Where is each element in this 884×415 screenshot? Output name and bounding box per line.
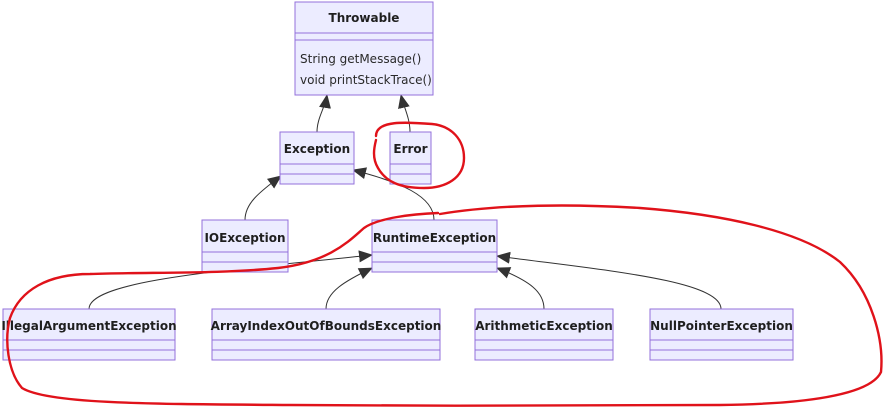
edge-arrayindexoutofboundsexception-to-runtimeexception bbox=[325, 267, 373, 310]
class-name: NullPointerException bbox=[650, 319, 793, 333]
class-nullpointerexception: NullPointerException bbox=[649, 308, 794, 361]
annotation-marks bbox=[6, 121, 883, 407]
class-name: IOException bbox=[204, 231, 285, 245]
class-name: ArrayIndexOutOfBoundsException bbox=[211, 319, 442, 333]
class-error: Error bbox=[389, 131, 432, 185]
class-illegalargumentexception: IllegalArgumentException bbox=[1, 308, 177, 361]
annotation-circle-unchecked-exceptions bbox=[6, 204, 883, 407]
class-name: Error bbox=[393, 142, 427, 156]
annotation-circle-error bbox=[372, 121, 466, 190]
class-ioexception: IOException bbox=[201, 219, 289, 273]
edge-exception-to-throwable bbox=[316, 94, 331, 133]
class-arithmeticexception: ArithmeticException bbox=[474, 308, 614, 361]
method-get-message: String getMessage() bbox=[300, 52, 421, 66]
edge-ioexception-to-exception bbox=[244, 175, 282, 221]
class-name: Exception bbox=[284, 142, 350, 156]
class-name: Throwable bbox=[329, 11, 400, 25]
class-name: IllegalArgumentException bbox=[1, 319, 176, 333]
edge-arithmeticexception-to-runtimeexception bbox=[496, 267, 545, 310]
class-name: RuntimeException bbox=[373, 231, 496, 245]
edge-illegalargumentexception-to-runtimeexception bbox=[88, 250, 373, 310]
edge-error-to-throwable bbox=[398, 94, 411, 133]
inheritance-edges bbox=[88, 94, 722, 310]
method-print-stack-trace: void printStackTrace() bbox=[300, 73, 432, 87]
class-throwable: Throwable String getMessage() void print… bbox=[294, 1, 434, 96]
class-exception: Exception bbox=[279, 131, 355, 185]
class-name: ArithmeticException bbox=[475, 319, 613, 333]
class-runtimeexception: RuntimeException bbox=[371, 219, 498, 273]
edge-nullpointerexception-to-runtimeexception bbox=[496, 251, 722, 310]
class-arrayindexoutofboundsexception: ArrayIndexOutOfBoundsException bbox=[211, 308, 442, 361]
